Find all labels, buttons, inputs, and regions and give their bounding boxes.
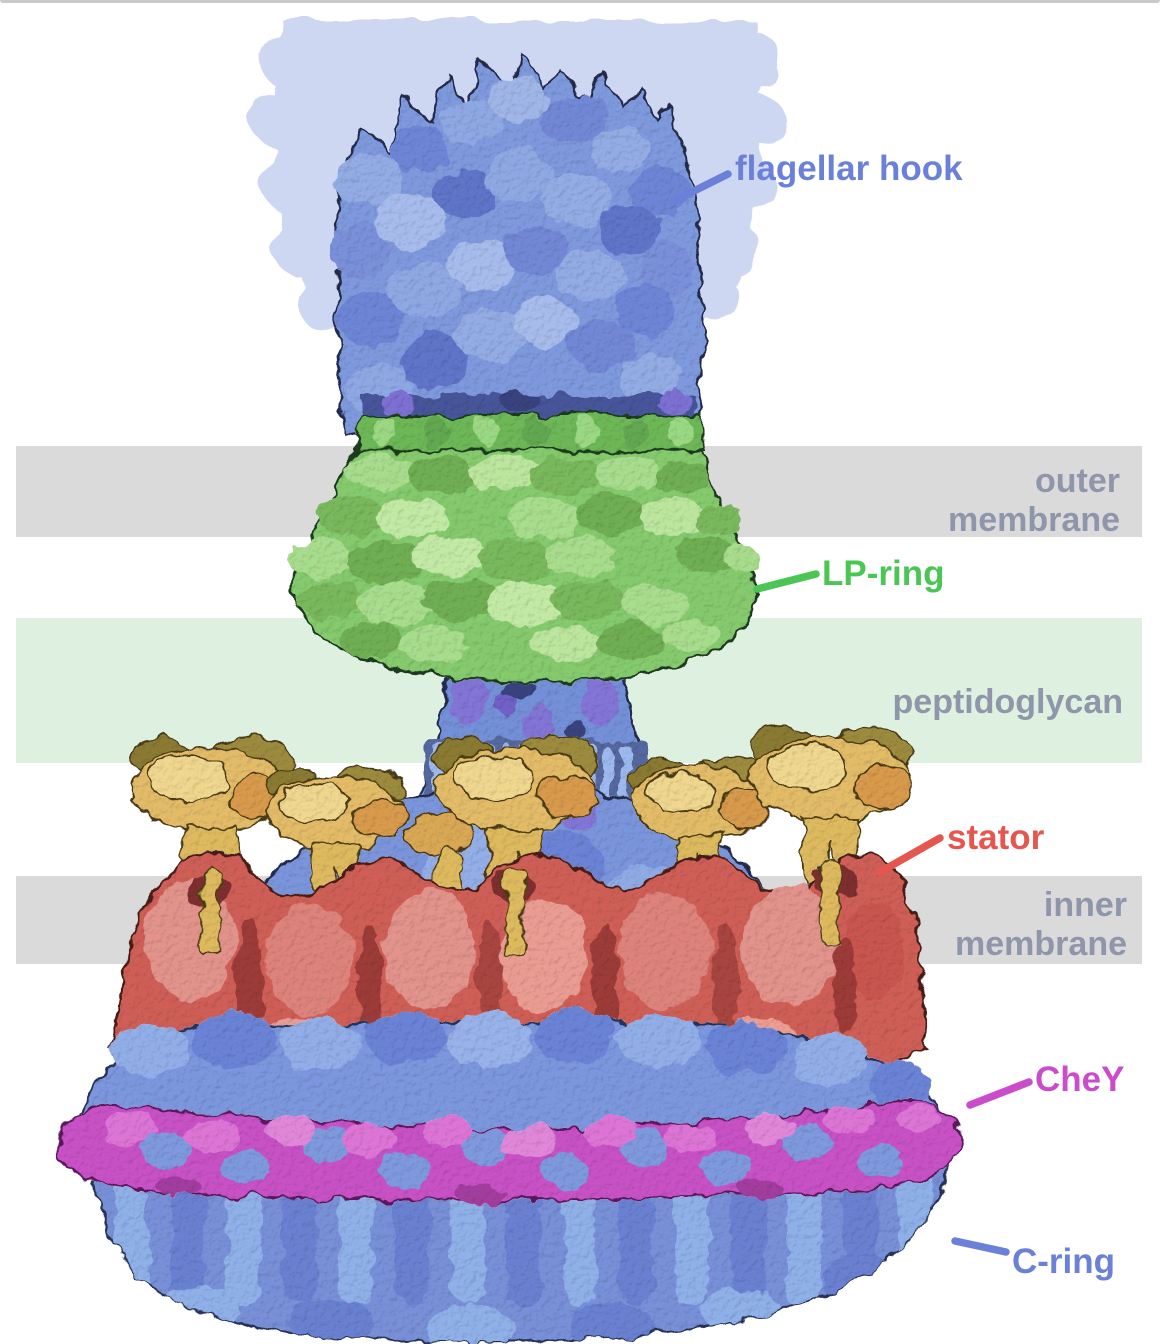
inner-membrane-label: inner membrane: [955, 886, 1127, 964]
stator-gold-units: [129, 725, 913, 957]
top-border-line: [0, 0, 1160, 3]
inner-membrane-label-line1: inner: [1043, 886, 1127, 924]
outer-membrane-label-line2: membrane: [948, 501, 1120, 539]
leader-lines: [668, 170, 1033, 1256]
chey-leader-line: [966, 1078, 1033, 1109]
flagellar-hook-label: flagellar hook: [735, 149, 963, 188]
peptidoglycan-label-line1: peptidoglycan: [892, 683, 1123, 721]
lp-ring-label: LP-ring: [822, 554, 945, 593]
lp-ring-leader-line: [753, 570, 820, 593]
lp-ring-structure: [288, 414, 762, 684]
stator-leader-line: [876, 834, 944, 876]
c-ring-label: C-ring: [1012, 1242, 1116, 1281]
peptidoglycan-label: peptidoglycan: [893, 683, 1123, 722]
stator-label: stator: [947, 818, 1045, 857]
outer-membrane-label: outer membrane: [948, 462, 1120, 540]
c-ring-leader-line: [951, 1237, 1010, 1256]
chey-label: CheY: [1035, 1060, 1125, 1099]
outer-membrane-label-line1: outer: [1035, 462, 1120, 500]
inner-membrane-label-line2: membrane: [955, 925, 1127, 963]
chey-ring: [56, 1099, 962, 1204]
flagellar-hook-structure: [330, 53, 704, 450]
flagellar-hook-leader-line: [668, 170, 732, 206]
